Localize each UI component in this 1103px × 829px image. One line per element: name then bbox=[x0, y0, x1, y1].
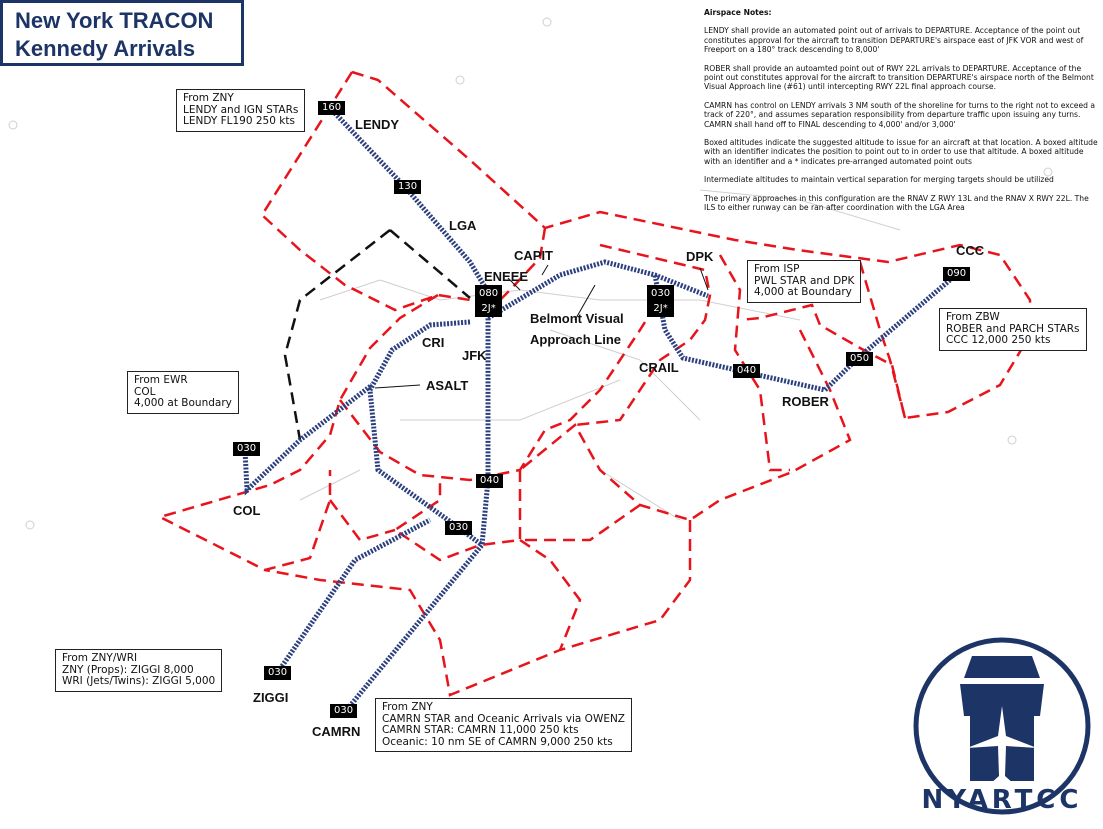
info-line: LENDY FL190 250 kts bbox=[183, 115, 295, 127]
fix-capit: CAPIT bbox=[514, 248, 553, 263]
info-box-wri: From ZNY/WRI ZNY (Props): ZIGGI 8,000 WR… bbox=[55, 649, 223, 692]
info-line: CCC 12,000 250 kts bbox=[946, 334, 1051, 346]
info-line: From ZNY bbox=[382, 701, 433, 713]
route-ziggi bbox=[275, 517, 432, 674]
altitude-value: 080 bbox=[479, 288, 499, 299]
altitude-box-jfk: 080 2J* bbox=[475, 285, 503, 317]
info-line: From ZNY bbox=[183, 92, 234, 104]
info-line: CAMRN STAR and Oceanic Arrivals via OWEN… bbox=[382, 712, 626, 725]
altitude-box: 040 bbox=[476, 474, 504, 488]
altitude-identifier: 2J* bbox=[481, 303, 496, 314]
altitude-box: 090 bbox=[943, 267, 971, 281]
altitude-box: 030 bbox=[330, 704, 358, 718]
map-title: New York TRACON Kennedy Arrivals bbox=[0, 0, 244, 66]
info-box-isp: From ISP PWL STAR and DPK 4,000 at Bound… bbox=[747, 260, 862, 303]
altitude-box: 040 bbox=[733, 364, 761, 378]
fix-crail: CRAIL bbox=[639, 360, 679, 375]
fix-lga: LGA bbox=[449, 218, 477, 233]
title-line-1: New York TRACON bbox=[15, 8, 214, 33]
info-line: 4,000 at Boundary bbox=[134, 397, 232, 409]
note: LENDY shall provide an automated point o… bbox=[704, 26, 1084, 55]
info-box-camrn: From ZNY CAMRN STAR and Oceanic Arrivals… bbox=[375, 698, 633, 752]
svg-text:NYARTCC: NYARTCC bbox=[922, 785, 1083, 815]
ewr-boundary bbox=[283, 229, 471, 441]
info-box-zbw: From ZBW ROBER and PARCH STARs CCC 12,00… bbox=[939, 308, 1087, 351]
altitude-box: 160 bbox=[318, 101, 346, 115]
info-line: ZNY (Props): ZIGGI 8,000 bbox=[62, 663, 194, 676]
info-line: CAMRN STAR: CAMRN 11,000 250 kts bbox=[382, 724, 579, 736]
route-belmont bbox=[486, 259, 709, 321]
fix-eneee: ENEEE bbox=[484, 269, 529, 284]
fix-ziggi: ZIGGI bbox=[253, 690, 289, 705]
fix-col: COL bbox=[233, 503, 261, 518]
airspace-notes: Airspace Notes: LENDY shall provide an a… bbox=[704, 8, 1100, 222]
altitude-box: 030 bbox=[233, 442, 261, 456]
info-line: WRI (Jets/Twins): ZIGGI 5,000 bbox=[62, 675, 216, 687]
belmont-label-line1: Belmont Visual bbox=[530, 311, 624, 326]
info-box-ewr: From EWR COL 4,000 at Boundary bbox=[127, 371, 239, 414]
nyartcc-logo: NYARTCC bbox=[913, 637, 1091, 815]
title-line-2: Kennedy Arrivals bbox=[15, 36, 196, 61]
info-line: PWL STAR and DPK bbox=[754, 274, 855, 287]
fix-camrn: CAMRN bbox=[312, 724, 361, 739]
info-box-zny-lendy: From ZNY LENDY and IGN STARs LENDY FL190… bbox=[176, 89, 306, 132]
fix-rober: ROBER bbox=[782, 394, 829, 409]
info-line: From EWR bbox=[134, 374, 188, 386]
info-line: LENDY and IGN STARs bbox=[183, 103, 299, 116]
fix-lendy: LENDY bbox=[355, 117, 400, 132]
belmont-label-line2: Approach Line bbox=[530, 332, 622, 347]
fix-cri: CRI bbox=[422, 335, 445, 350]
info-line: ROBER and PARCH STARs bbox=[946, 322, 1080, 335]
altitude-box: 030 bbox=[264, 666, 292, 680]
info-line: Oceanic: 10 nm SE of CAMRN 9,000 250 kts bbox=[382, 735, 613, 748]
altitude-value: 030 bbox=[651, 288, 671, 299]
fix-ccc: CCC bbox=[956, 243, 985, 258]
info-line: 4,000 at Boundary bbox=[754, 286, 852, 298]
info-line: From ZBW bbox=[946, 311, 1000, 323]
info-line: From ZNY/WRI bbox=[62, 652, 138, 664]
altitude-identifier: 2J* bbox=[653, 303, 668, 314]
note: Boxed altitudes indicate the suggested a… bbox=[704, 138, 1098, 166]
altitude-box-crail: 030 2J* bbox=[647, 285, 675, 317]
route-col bbox=[242, 383, 374, 496]
altitude-box: 050 bbox=[846, 352, 874, 366]
altitude-box: 030 bbox=[445, 521, 473, 535]
fix-asalt: ASALT bbox=[426, 378, 469, 393]
info-line: From ISP bbox=[754, 263, 800, 275]
info-line: COL bbox=[134, 385, 156, 398]
note: Intermediate altitudes to maintain verti… bbox=[704, 175, 1054, 185]
altitude-box: 130 bbox=[394, 180, 422, 194]
note: CAMRN has control on LENDY arrivals 3 NM… bbox=[704, 100, 1096, 129]
notes-heading: Airspace Notes: bbox=[704, 8, 772, 17]
note: ROBER shall provide an autoamted point o… bbox=[704, 63, 1094, 92]
pointer-arrows bbox=[374, 264, 709, 389]
fix-dpk: DPK bbox=[686, 249, 714, 264]
note: The primary approaches in this configura… bbox=[704, 193, 1089, 213]
fix-jfk: JFK bbox=[462, 348, 487, 363]
route-lendy bbox=[328, 106, 491, 714]
